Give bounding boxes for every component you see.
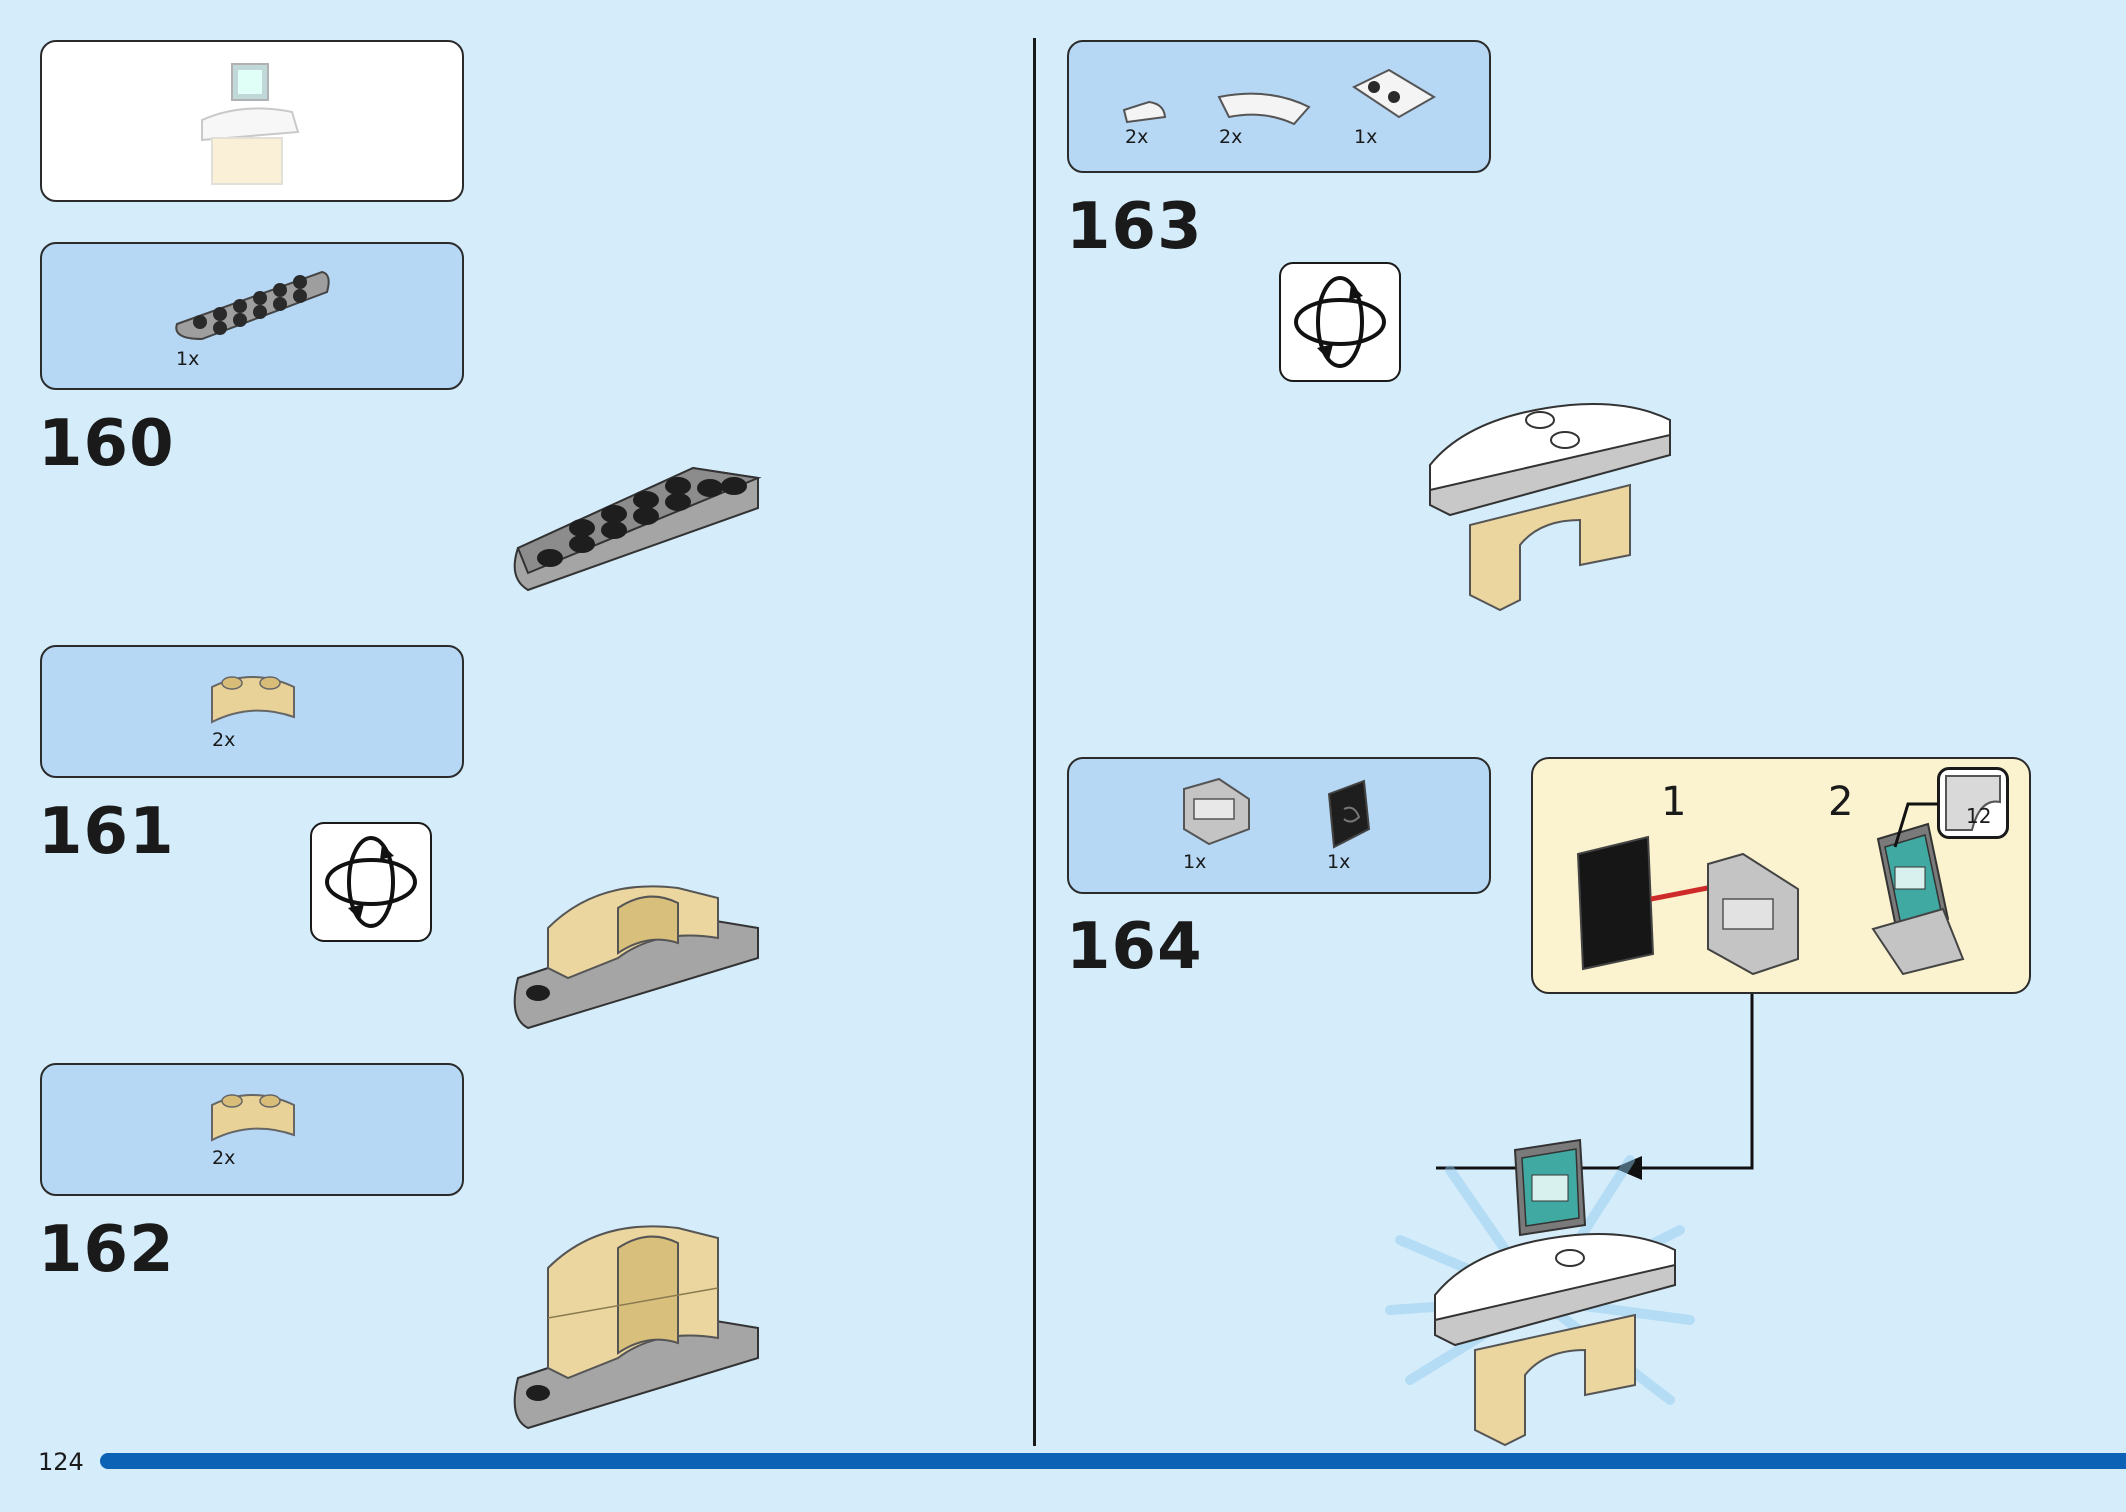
column-divider <box>1033 38 1036 1446</box>
tan-brick-part-image <box>211 676 295 724</box>
step-161-model <box>513 885 759 1030</box>
step-161-parts-box: 2x <box>40 645 464 778</box>
rotate-model-box <box>1279 262 1401 382</box>
rotate-model-icon <box>325 836 417 928</box>
part-quantity: 2x <box>1219 126 1243 148</box>
part-quantity: 2x <box>212 1147 236 1169</box>
sticker-application-diagram <box>1576 802 1965 976</box>
part-quantity: 1x <box>1354 126 1378 148</box>
tan-brick-part-image <box>211 1094 295 1142</box>
plate-part-image <box>175 270 330 341</box>
step-162-parts-box: 2x <box>40 1063 464 1196</box>
step-number: 161 <box>38 795 175 869</box>
rotate-model-box <box>310 822 432 942</box>
sticker-sheet-icon <box>1945 775 2001 831</box>
sticker-callout-box: 1 2 12 <box>1531 757 2031 994</box>
step-number: 164 <box>1066 910 1203 984</box>
step-163-model <box>1429 403 1671 612</box>
sticker-sheet-badge: 12 <box>1937 767 2009 839</box>
part-quantity: 1x <box>1183 851 1207 873</box>
part-quantity: 2x <box>212 729 236 751</box>
page-number: 124 <box>38 1448 84 1476</box>
step-163-parts-box: 2x 2x 1x <box>1067 40 1491 173</box>
desk-preview-image <box>201 63 300 185</box>
step-164-model <box>1385 1138 1695 1447</box>
substep-number: 1 <box>1661 779 1687 825</box>
part-quantity: 1x <box>176 348 200 370</box>
rotate-model-icon <box>1294 276 1386 368</box>
progress-bar <box>100 1453 2126 1469</box>
substep-number: 2 <box>1828 779 1854 825</box>
submodel-preview-box <box>40 40 464 202</box>
parts-images <box>1183 777 1371 849</box>
step-number: 163 <box>1066 190 1203 264</box>
step-number: 162 <box>38 1213 175 1287</box>
step-164-parts-box: 1x 1x <box>1067 757 1491 894</box>
step-number: 160 <box>38 407 175 481</box>
step-160-parts-box: 1x <box>40 242 464 390</box>
part-quantity: 2x <box>1125 126 1149 148</box>
step-162-model <box>513 1225 759 1430</box>
part-quantity: 1x <box>1327 851 1351 873</box>
sticker-sheet-number: 12 <box>1966 804 1992 828</box>
step-160-model <box>513 466 762 592</box>
parts-images <box>1122 68 1436 126</box>
